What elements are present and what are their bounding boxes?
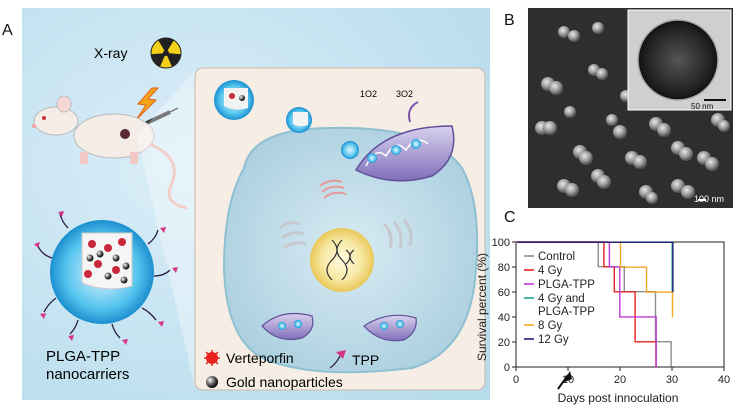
x-tick-label: 20 — [614, 374, 626, 386]
legend-label: PLGA-TPP — [538, 306, 595, 318]
series-line-4-gy — [515, 241, 657, 367]
panel-a-illustration — [22, 8, 490, 400]
panel-b-label: B — [504, 12, 515, 29]
legend-label: 8 Gy — [538, 320, 563, 332]
legend-label: 4 Gy — [538, 265, 563, 277]
sem-scale-label: 100 nm — [694, 194, 725, 204]
panel-a: A X-ray 1O2 3O2 PLGA-TPP nanocarriers Ve… — [2, 8, 492, 400]
y-tick-label: 100 — [492, 237, 510, 249]
dna-icon — [326, 239, 355, 281]
y-tick-label: 20 — [498, 337, 510, 349]
nanoparticle-1 — [214, 80, 254, 120]
y-tick-label: 60 — [498, 287, 510, 299]
er — [382, 219, 413, 249]
y-tick-label: 0 — [504, 362, 510, 374]
x-axis-label: Days post innoculation — [558, 391, 679, 405]
panel-c-label: C — [504, 209, 516, 226]
nanocarrier-caption: PLGA-TPP nanocarriers — [46, 348, 129, 384]
golgi — [278, 221, 307, 250]
nanoparticle-3 — [341, 141, 359, 159]
x-tick-label: 30 — [666, 374, 678, 386]
verteporfin-icon — [204, 350, 220, 366]
plga-tpp-nanocarrier-large — [34, 211, 178, 345]
panel-b: B — [504, 8, 739, 208]
gold-nanoparticle-icon — [206, 376, 218, 388]
oxygen-arrow — [408, 101, 419, 123]
pink-organelle — [319, 179, 347, 199]
legend-label: 4 Gy and — [538, 293, 585, 305]
mitochondrion-large — [354, 125, 455, 182]
y-tick-label: 80 — [498, 262, 510, 274]
legend-label: 12 Gy — [538, 334, 569, 346]
legend-tpp: TPP — [352, 352, 380, 368]
radiation-icon — [150, 37, 182, 69]
legend-verteporfin: Verteporfin — [226, 350, 294, 366]
y-tick-label: 40 — [498, 312, 510, 324]
mitochondrion-small-2 — [363, 314, 417, 342]
series-line-12-gy — [516, 241, 674, 293]
injection-arrow-shaft — [557, 374, 569, 390]
x-tick-label: 0 — [513, 374, 519, 386]
panel-a-label: A — [2, 22, 13, 39]
legend-label: PLGA-TPP — [538, 279, 595, 291]
triplet-oxygen-label: 3O2 — [396, 89, 414, 99]
mitochondrion-small-1 — [261, 313, 314, 341]
singlet-oxygen-label: 1O2 — [360, 89, 378, 99]
y-axis-label: Survival percent (%) — [475, 253, 489, 361]
nanoparticle-2 — [286, 107, 312, 133]
x-tick-label: 40 — [718, 374, 730, 386]
nanocarrier-sub: nanocarriers — [46, 366, 130, 383]
zoom-cone — [137, 70, 195, 388]
legend-gold: Gold nanoparticles — [226, 374, 343, 390]
tem-scale-label: 50 nm — [691, 102, 714, 111]
sem-image — [528, 8, 733, 208]
tpp-icon — [329, 350, 346, 369]
lightning-icon — [135, 87, 160, 121]
nanocarrier-name: PLGA-TPP — [46, 348, 121, 365]
legend-label: Control — [538, 251, 575, 263]
xray-label: X-ray — [94, 45, 128, 61]
mouse-illustration — [32, 95, 188, 210]
